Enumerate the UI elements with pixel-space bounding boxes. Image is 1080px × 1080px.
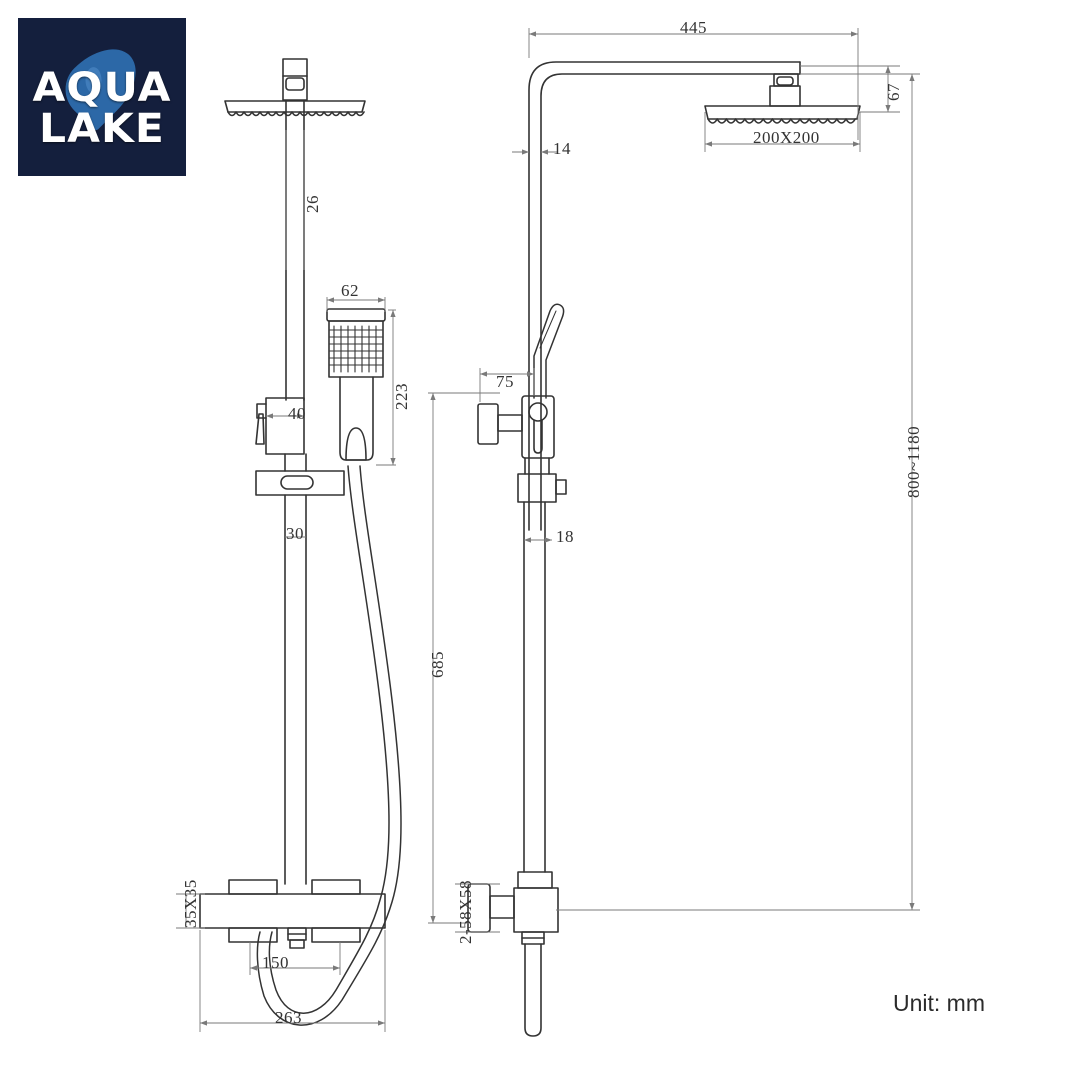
brand-logo: AQUA LAKE	[18, 18, 186, 176]
unit-note: Unit: mm	[893, 990, 985, 1016]
dim-inlet-centres: 150	[262, 953, 289, 972]
dim-rain-head-size: 200X200	[753, 128, 820, 147]
front-view-dimension-lines	[176, 130, 396, 1032]
brand-wordmark: AQUA LAKE	[18, 68, 186, 150]
dim-overall-height-range: 800~1180	[904, 425, 923, 498]
dim-wall-plate-size: 2-58X58	[456, 880, 475, 944]
dim-mixer-overall-width: 263	[275, 1008, 302, 1027]
dim-diverter-width: 40	[288, 404, 306, 423]
dim-lower-riser-diameter: 30	[286, 524, 304, 543]
dim-arm-thickness: 14	[553, 139, 571, 158]
dim-bracket-to-inlet: 685	[428, 651, 447, 678]
dim-head-drop: 67	[884, 83, 903, 101]
side-view-geometry	[467, 61, 861, 1037]
dim-mixer-body-section: 35X35	[181, 879, 200, 928]
side-view-dimension-lines	[428, 28, 920, 933]
dim-riser-thickness: 18	[556, 527, 574, 546]
dim-handset-length: 223	[392, 383, 411, 410]
brand-line-2: LAKE	[39, 105, 165, 152]
dim-riser-diameter: 26	[303, 195, 322, 213]
brand-line-1: AQUA	[32, 65, 172, 111]
dim-bracket-projection: 75	[496, 372, 514, 391]
dim-handset-width: 62	[341, 281, 359, 300]
dim-arm-projection: 445	[680, 18, 707, 37]
front-view-geometry	[199, 58, 402, 1026]
